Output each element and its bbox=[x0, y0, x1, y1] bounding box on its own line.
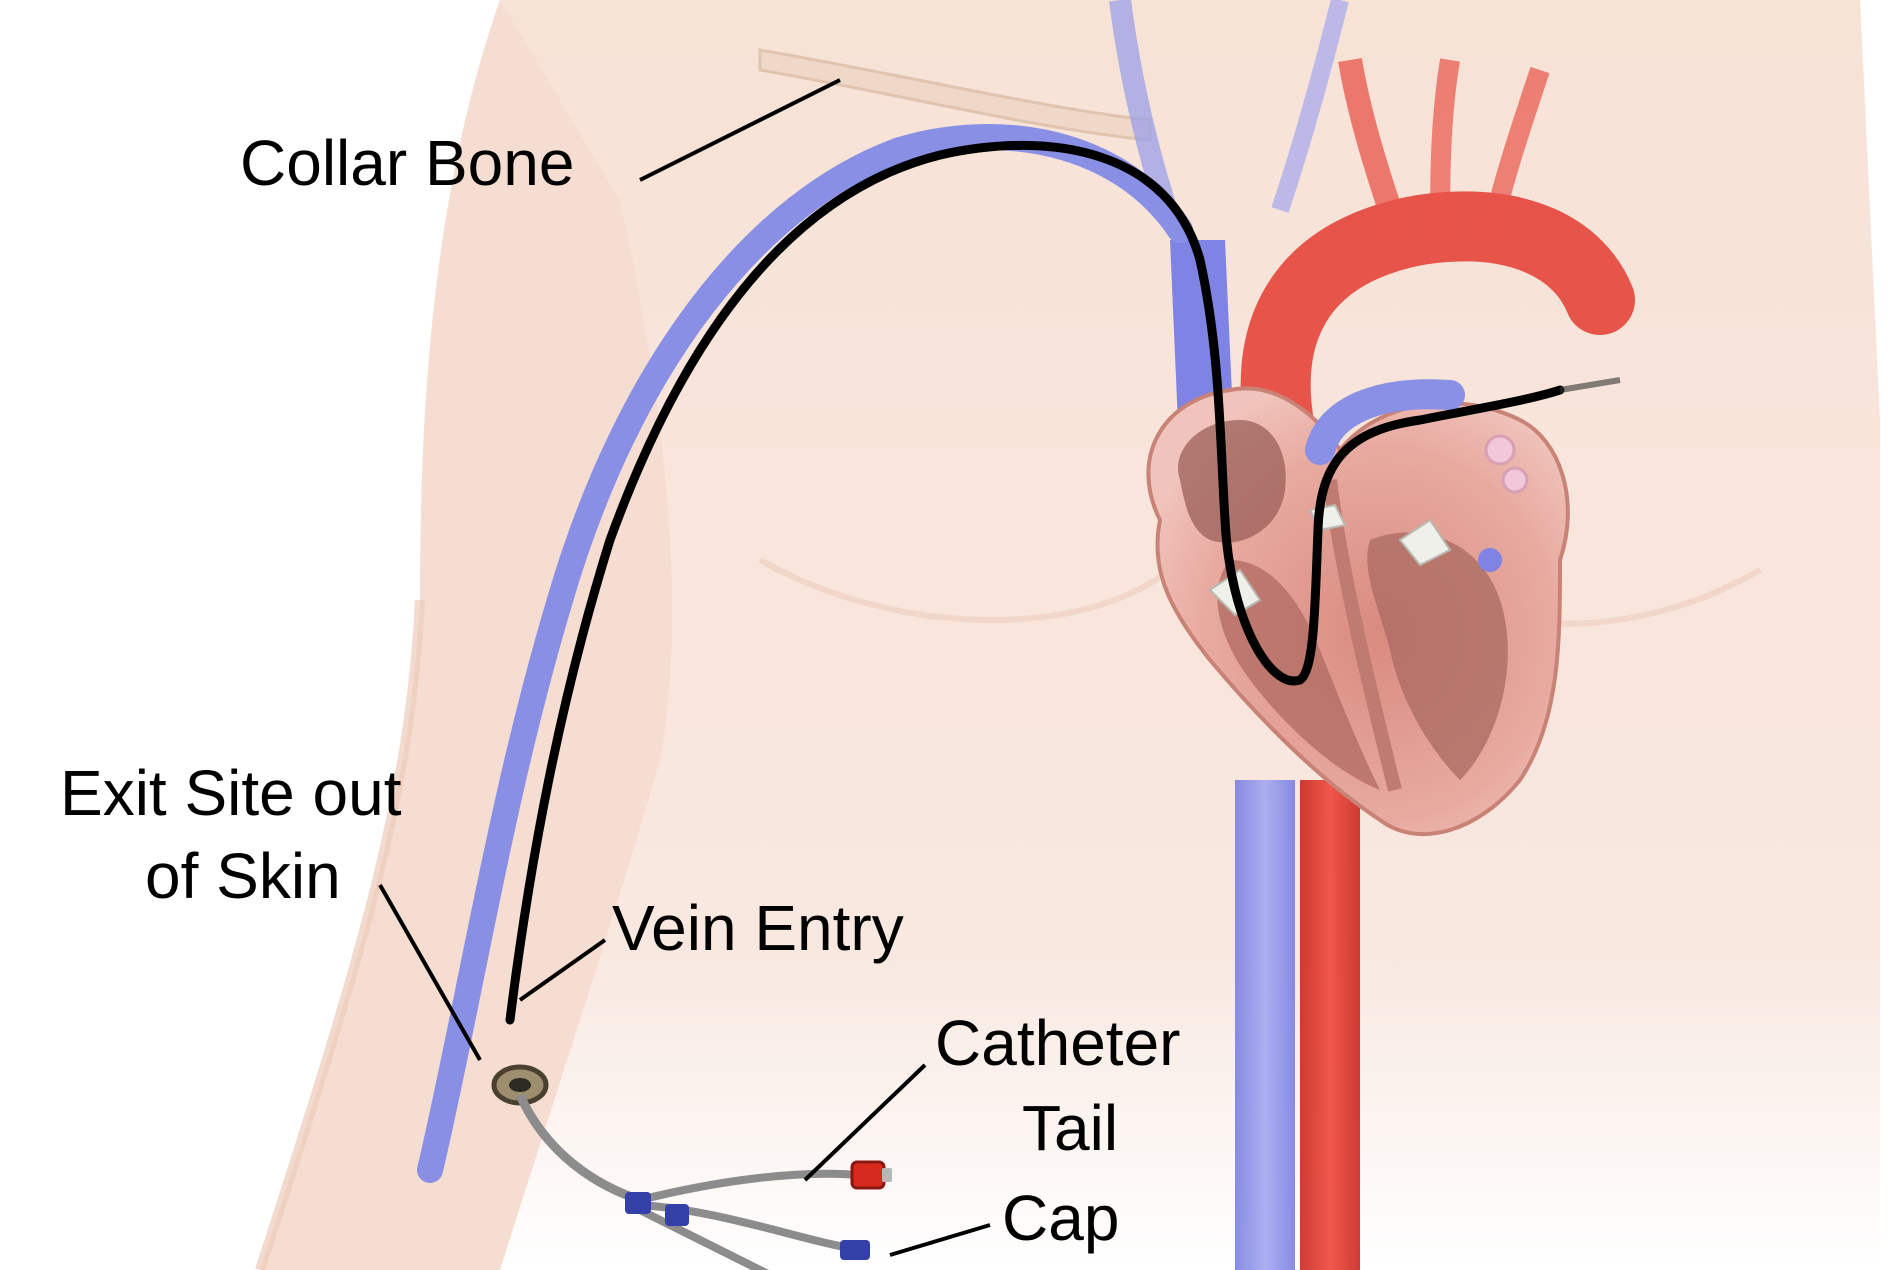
label-cap: Cap bbox=[1002, 1182, 1119, 1254]
label-catheter-tail-line2: Tail bbox=[1022, 1092, 1118, 1164]
descending-aorta bbox=[1300, 780, 1360, 1270]
inferior-vena-cava bbox=[1235, 780, 1295, 1270]
label-catheter-tail-line1: Catheter bbox=[935, 1007, 1180, 1079]
label-exit-site-line1: Exit Site out bbox=[60, 757, 402, 829]
label-exit-site-line2: of Skin bbox=[145, 840, 341, 912]
label-vein-entry: Vein Entry bbox=[612, 892, 904, 964]
label-collar-bone: Collar Bone bbox=[240, 127, 574, 199]
